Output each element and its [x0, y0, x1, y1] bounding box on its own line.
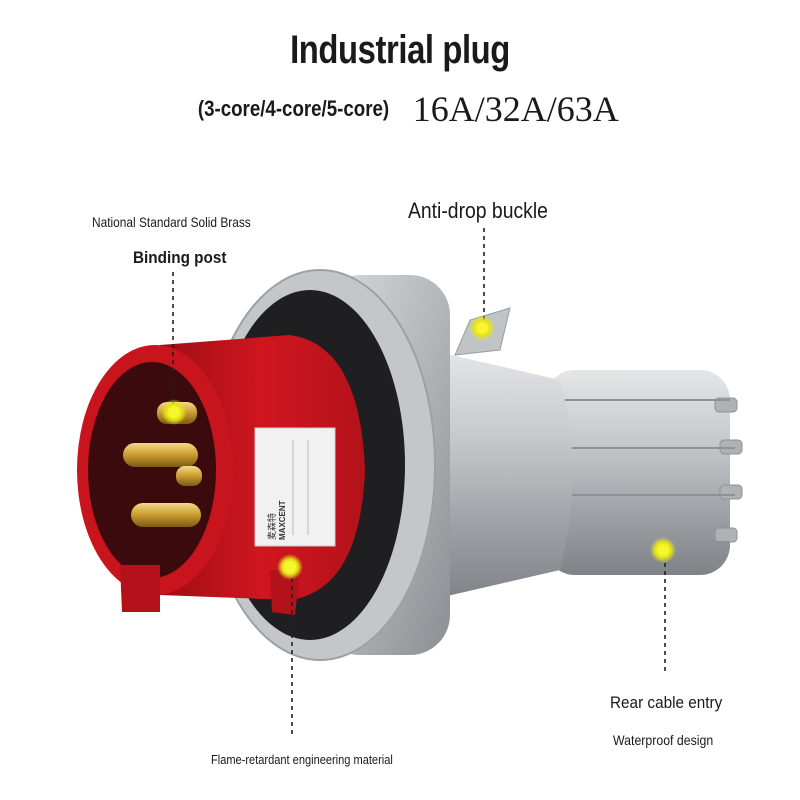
- callout-rear-cable-entry: Rear cable entry: [610, 693, 723, 712]
- page-title: Industrial plug: [290, 28, 510, 72]
- callout-anti-drop-buckle: Anti-drop buckle: [408, 198, 548, 223]
- product-brand: MAXCENT: [278, 500, 287, 540]
- callout-binding-post: Binding post: [133, 248, 227, 267]
- product-rating-label: 麦森特 MAXCENT: [254, 427, 336, 547]
- plug-body: [430, 350, 573, 600]
- callout-waterproof: Waterproof design: [613, 732, 714, 748]
- core-options: (3-core/4-core/5-core): [198, 96, 390, 121]
- rear-cable-nut: [545, 370, 743, 575]
- callout-flame-retardant: Flame-retardant engineering material: [211, 752, 393, 767]
- product-brand-cn: 麦森特: [266, 513, 278, 540]
- highlight-dots: [161, 315, 676, 580]
- subtitle: (3-core/4-core/5-core) 16A/32A/63A: [0, 88, 800, 130]
- callout-brass: National Standard Solid Brass: [92, 214, 251, 230]
- amperage-options: 16A/32A/63A: [412, 89, 619, 129]
- leader-lines: [172, 228, 666, 738]
